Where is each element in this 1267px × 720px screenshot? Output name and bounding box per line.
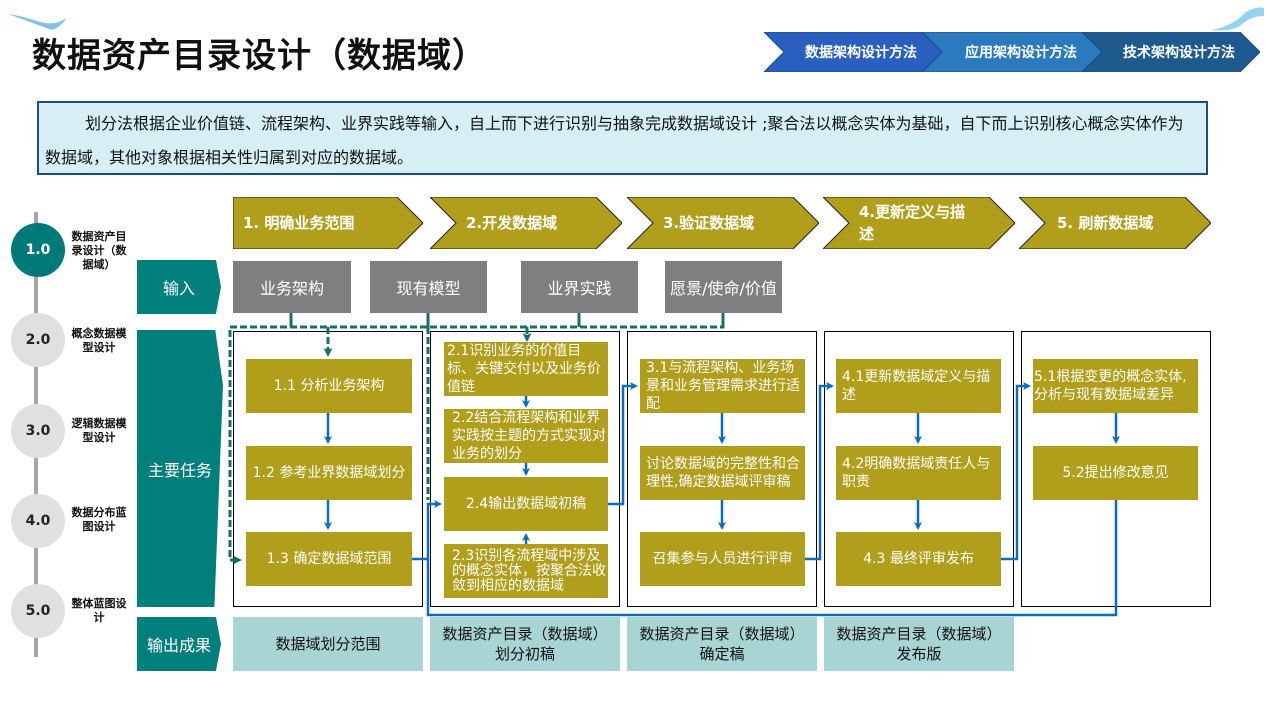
- nav-technology-architecture[interactable]: 技术架构设计方法: [1123, 45, 1235, 61]
- method-nav: 数据架构设计方法 应用架构设计方法 技术架构设计方法: [764, 32, 1260, 72]
- step-3-label: 3.验证数据域: [663, 214, 755, 232]
- row-label-output: 输出成果: [137, 617, 221, 671]
- output-4-line1: 数据资产目录（数据域）: [836, 625, 1002, 643]
- intro-text: 划分法根据企业价值链、流程架构、业界实践等输入，自上而下进行识别与抽象完成数据域…: [37, 101, 1208, 175]
- input-existing-models: 现有模型: [370, 261, 487, 313]
- page-title: 数据资产目录设计（数据域）: [32, 36, 487, 76]
- timeline-node-1[interactable]: 1.0: [11, 223, 65, 277]
- task-2-2[interactable]: 2.2结合流程架构和业界实践按主题的方式实现对业务的划分: [444, 409, 608, 463]
- timeline-label-3: 逻辑数据模型设计: [71, 417, 127, 444]
- timeline-node-4[interactable]: 4.0: [11, 494, 65, 548]
- output-3-line1: 数据资产目录（数据域）: [639, 625, 805, 643]
- output-2-line1: 数据资产目录（数据域）: [442, 625, 608, 643]
- output-3-line2: 确定稿: [699, 645, 745, 663]
- output-3: 数据资产目录（数据域） 确定稿: [627, 617, 817, 671]
- timeline-label-2: 概念数据模型设计: [71, 327, 127, 354]
- step-4[interactable]: 4.更新定义与描述: [823, 197, 1015, 249]
- task-3-2[interactable]: 讨论数据域的完整性和合理性,确定数据域评审稿: [640, 446, 805, 500]
- output-1: 数据域划分范围: [233, 617, 423, 671]
- task-3-1[interactable]: 3.1与流程架构、业务场景和业务管理需求进行适配: [640, 359, 805, 413]
- task-5-2[interactable]: 5.2提出修改意见: [1033, 446, 1198, 500]
- task-1-3[interactable]: 1.3 确定数据域范围: [246, 532, 412, 586]
- task-3-3[interactable]: 召集参与人员进行评审: [640, 532, 805, 586]
- input-business-architecture: 业务架构: [233, 261, 351, 313]
- input-vision-mission-value: 愿景/使命/价值: [665, 261, 782, 313]
- step-2[interactable]: 2.开发数据域: [430, 197, 622, 249]
- step-5-label: 5. 刷新数据域: [1057, 214, 1154, 232]
- output-2: 数据资产目录（数据域） 划分初稿: [430, 617, 620, 671]
- nav-data-architecture[interactable]: 数据架构设计方法: [805, 45, 917, 61]
- timeline-label-4: 数据分布蓝图设计: [71, 506, 127, 533]
- output-4-line2: 发布版: [896, 645, 942, 663]
- timeline-node-2[interactable]: 2.0: [11, 313, 65, 367]
- timeline-label-5: 整体蓝图设计: [71, 597, 127, 624]
- task-2-1[interactable]: 2.1识别业务的价值目标、关键交付以及业务价值链: [444, 342, 608, 396]
- timeline-node-3[interactable]: 3.0: [11, 404, 65, 458]
- step-1-label: 1. 明确业务范围: [243, 214, 355, 232]
- row-label-input: 输入: [137, 260, 221, 314]
- output-4: 数据资产目录（数据域） 发布版: [824, 617, 1014, 671]
- output-1-line1: 数据域划分范围: [275, 635, 381, 653]
- step-1[interactable]: 1. 明确业务范围: [233, 197, 423, 249]
- nav-application-architecture[interactable]: 应用架构设计方法: [965, 45, 1077, 61]
- task-4-2[interactable]: 4.2明确数据域责任人与职责: [836, 446, 1001, 500]
- nav-chevrons: [764, 32, 1260, 72]
- task-1-2[interactable]: 1.2 参考业界数据域划分: [246, 446, 412, 500]
- task-2-3[interactable]: 2.3识别各流程域中涉及的概念实体，按聚合法收敛到相应的数据域: [444, 544, 608, 598]
- row-label-tasks: 主要任务: [137, 330, 223, 607]
- task-4-1[interactable]: 4.1更新数据域定义与描述: [836, 359, 1001, 413]
- task-1-1[interactable]: 1.1 分析业务架构: [246, 359, 412, 413]
- step-2-label: 2.开发数据域: [466, 214, 558, 232]
- input-industry-practice: 业界实践: [521, 261, 638, 313]
- step-3[interactable]: 3.验证数据域: [627, 197, 819, 249]
- output-2-line2: 划分初稿: [494, 645, 555, 663]
- timeline-label-1: 数据资产目录设计（数据域）: [71, 230, 127, 271]
- step-4-label: 4.更新定义与描述: [859, 203, 966, 243]
- step-5[interactable]: 5. 刷新数据域: [1019, 197, 1211, 249]
- timeline-node-5[interactable]: 5.0: [11, 584, 65, 638]
- task-4-3[interactable]: 4.3 最终评审发布: [836, 532, 1001, 586]
- task-2-4[interactable]: 2.4输出数据域初稿: [444, 477, 608, 531]
- task-5-1[interactable]: 5.1根据变更的概念实体,分析与现有数据域差异: [1033, 359, 1198, 413]
